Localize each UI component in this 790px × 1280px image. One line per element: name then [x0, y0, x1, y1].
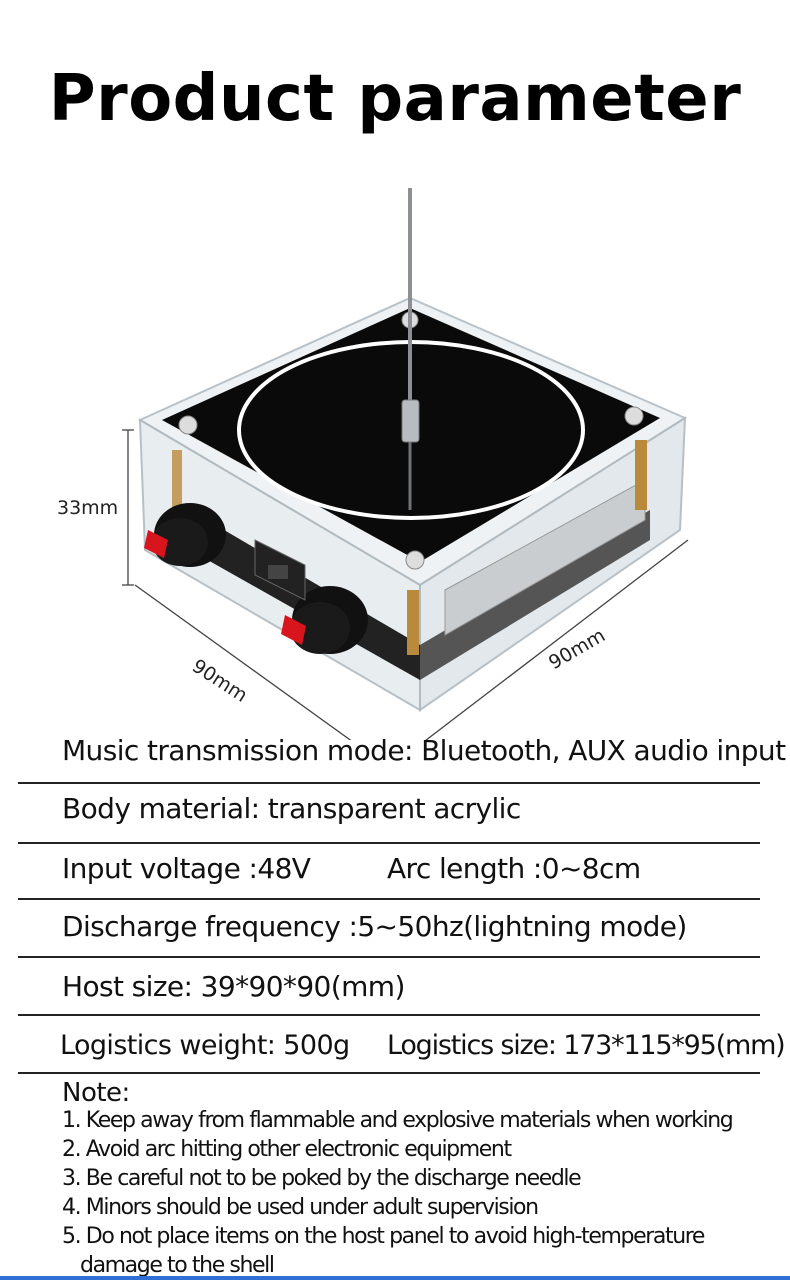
divider	[18, 956, 760, 958]
height-dimension: 33mm	[57, 497, 119, 519]
divider	[18, 1014, 760, 1016]
note-item: 4. Minors should be used under adult sup…	[62, 1195, 539, 1220]
divider	[18, 782, 760, 784]
switch-panel	[254, 539, 306, 601]
page-title: Product parameter	[48, 62, 742, 136]
arc-length-text: Arc length :0~8cm	[387, 852, 641, 885]
divider	[18, 842, 760, 844]
note-item: 5. Do not place items on the host panel …	[62, 1224, 705, 1278]
logistics-size-text: Logistics size: 173*115*95(mm)	[387, 1030, 786, 1061]
discharge-frequency-text: Discharge frequency :5~50hz(lightning mo…	[62, 910, 687, 943]
acrylic-case	[137, 188, 688, 712]
product-image	[122, 188, 689, 740]
volume-knob	[144, 503, 226, 567]
body-material-text: Body material: transparent acrylic	[62, 792, 521, 825]
note-list: 1. Keep away from flammable and explosiv…	[62, 1106, 782, 1280]
note-item: 2. Avoid arc hitting other electronic eq…	[62, 1137, 512, 1162]
bottom-accent-bar	[0, 1276, 790, 1280]
divider	[18, 1072, 760, 1074]
music-mode-text: Music transmission mode: Bluetooth, AUX …	[62, 734, 786, 767]
note-item: 3. Be careful not to be poked by the dis…	[62, 1166, 582, 1191]
divider	[18, 898, 760, 900]
input-voltage-text: Input voltage :48V	[62, 852, 311, 885]
note-item: 1. Keep away from flammable and explosiv…	[62, 1108, 734, 1133]
dimension-lines	[122, 429, 689, 740]
note-heading: Note:	[62, 1078, 130, 1108]
host-size-text: Host size: 39*90*90(mm)	[62, 970, 405, 1003]
logistics-weight-text: Logistics weight: 500g	[60, 1030, 350, 1061]
power-knob	[281, 586, 368, 654]
